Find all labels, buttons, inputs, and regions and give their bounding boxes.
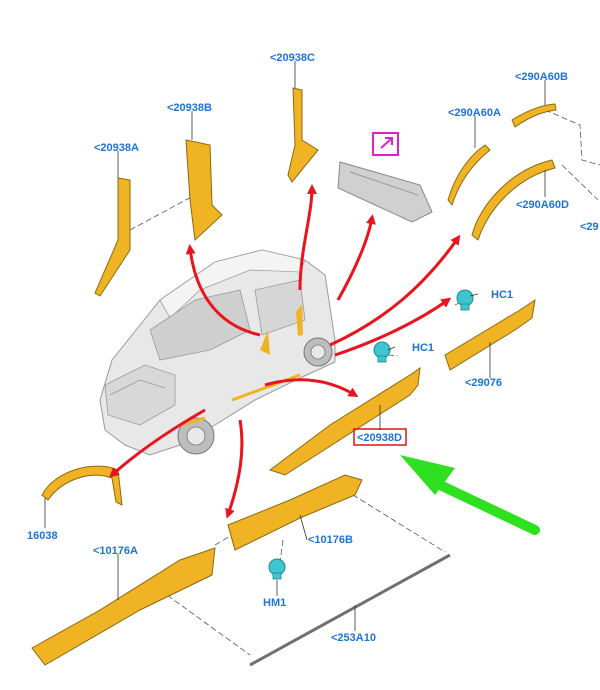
label-290A60D[interactable]: <290A60D [516, 199, 569, 211]
part-10176B[interactable] [227, 474, 363, 551]
label-20938B[interactable]: <20938B [167, 102, 212, 114]
label-hm1[interactable]: HM1 [263, 597, 286, 609]
clip-fastener-icon[interactable] [268, 558, 286, 580]
part-290A60A[interactable] [447, 144, 491, 207]
label-10176A[interactable]: <10176A [93, 545, 138, 557]
part-20938C[interactable] [287, 87, 319, 183]
label-16038[interactable]: 16038 [27, 530, 58, 542]
clip-fastener-icon[interactable] [373, 341, 391, 363]
green-arrow [400, 455, 540, 535]
label-20938D[interactable]: <20938D [357, 432, 402, 444]
part-20938A[interactable] [94, 177, 131, 297]
red-arrows [109, 184, 461, 519]
part-16038[interactable] [41, 465, 123, 506]
part-10176A[interactable] [31, 547, 216, 666]
label-hc1-top[interactable]: HC1 [491, 289, 513, 301]
part-290A60B[interactable] [511, 103, 557, 128]
label-10176B[interactable]: <10176B [308, 534, 353, 546]
part-grey-bracket[interactable] [337, 161, 433, 223]
vehicle-illustration [99, 249, 336, 456]
leader-lines [44, 61, 546, 631]
label-29-cut[interactable]: <29 [580, 221, 599, 233]
part-253A10[interactable] [249, 553, 451, 667]
part-20938D[interactable] [268, 366, 421, 476]
part-290A60D[interactable] [471, 159, 556, 241]
label-29076[interactable]: <29076 [465, 377, 502, 389]
assembly-lines [129, 109, 600, 656]
label-253A10[interactable]: <253A10 [331, 632, 376, 644]
part-labels: <20938A <20938B <20938C <290A60A <290A60… [27, 52, 599, 644]
external-link-icon[interactable] [372, 132, 399, 156]
clip-fastener-icon[interactable] [456, 289, 474, 311]
part-20938B[interactable] [185, 139, 223, 242]
part-29076[interactable] [444, 298, 536, 371]
label-290A60B[interactable]: <290A60B [515, 71, 568, 83]
label-hc1-mid[interactable]: HC1 [412, 342, 434, 354]
label-20938A[interactable]: <20938A [94, 142, 139, 154]
label-20938C[interactable]: <20938C [270, 52, 315, 64]
label-290A60A[interactable]: <290A60A [448, 107, 501, 119]
